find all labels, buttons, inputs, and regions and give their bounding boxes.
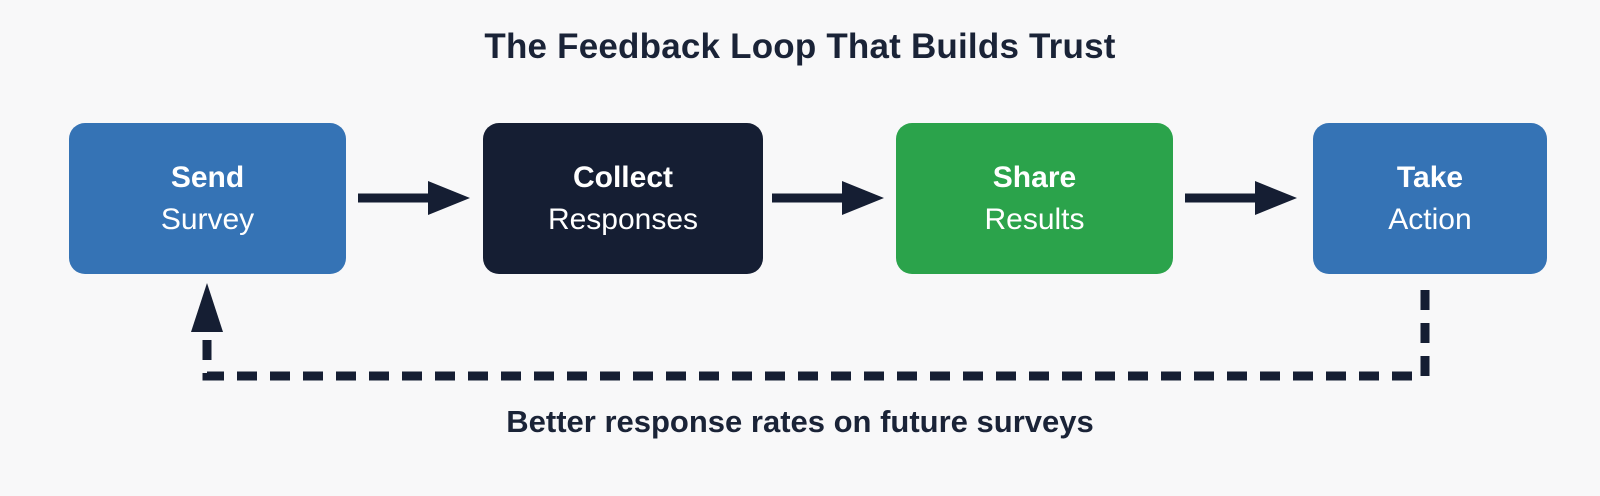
- arrow-right-icon: [1185, 181, 1297, 215]
- step-label-line2: Survey: [160, 202, 255, 236]
- step-label-line1: Take: [1396, 160, 1464, 194]
- step-box-take-action: Take Action: [1313, 123, 1547, 274]
- step-label-line2: Results: [984, 202, 1085, 236]
- arrow-up-icon: [191, 283, 223, 332]
- step-box-collect-responses: Collect Responses: [483, 123, 763, 274]
- arrow-right-icon: [358, 181, 470, 215]
- feedback-loop-label: Better response rates on future surveys: [506, 404, 1094, 439]
- step-label-line1: Collect: [572, 160, 674, 194]
- diagram-title: The Feedback Loop That Builds Trust: [484, 27, 1116, 66]
- step-label-line2: Responses: [547, 202, 699, 236]
- step-label-line1: Send: [170, 160, 245, 194]
- step-label-line2: Action: [1388, 202, 1472, 236]
- step-box-send-survey: Send Survey: [69, 123, 346, 274]
- step-label-line1: Share: [992, 160, 1077, 194]
- step-box-share-results: Share Results: [896, 123, 1173, 274]
- arrow-right-icon: [772, 181, 884, 215]
